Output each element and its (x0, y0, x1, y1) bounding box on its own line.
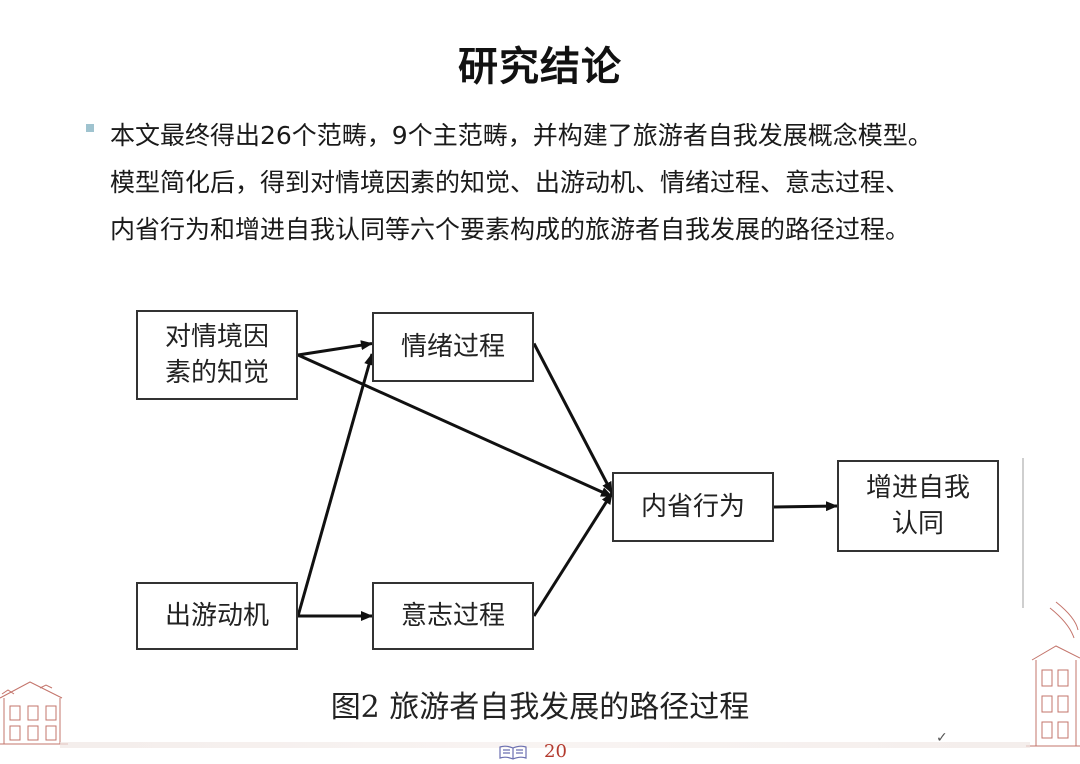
footer-bar (60, 742, 1030, 748)
slide-title: 研究结论 (458, 44, 622, 90)
node-introspection: 内省行为 (612, 472, 774, 542)
path-diagram: 对情境因 素的知觉 出游动机 情绪过程 意志过程 内省行为 增进自我 认同 (110, 296, 1025, 740)
edge-motivation-to-emotion (296, 353, 374, 617)
figure-border-line (1022, 458, 1024, 608)
paragraph-line-2: 模型简化后，得到对情境因素的知觉、出游动机、情绪过程、意志过程、 (110, 168, 911, 197)
node-introspection-label: 内省行为 (640, 492, 745, 522)
edge-volition-to-introspection (532, 492, 614, 617)
page-number: 20 (544, 741, 567, 762)
paragraph-line-1: 本文最终得出26个范畴，9个主范畴，并构建了旅游者自我发展概念模型。 (110, 121, 933, 150)
diagram-edges (296, 340, 838, 621)
conclusion-paragraph: 本文最终得出26个范畴，9个主范畴，并构建了旅游者自我发展概念模型。 模型简化后… (86, 112, 1046, 253)
node-perception-label: 对情境因 素的知觉 (165, 319, 269, 391)
node-identity-label: 增进自我 认同 (866, 470, 970, 542)
node-identity-line-2: 认同 (891, 509, 944, 539)
building-sketch-icon (1026, 601, 1080, 747)
node-perception-line-2: 素的知觉 (164, 358, 269, 388)
node-emotion: 情绪过程 (372, 312, 534, 382)
node-perception-line-1: 对情境因 (164, 322, 269, 352)
figure-caption: 图2 旅游者自我发展的路径过程 (330, 690, 750, 725)
edge-introspection-to-identity (773, 501, 838, 512)
edge-emotion-to-introspection (532, 342, 614, 494)
bullet-square-icon (86, 124, 94, 132)
book-icon (499, 745, 527, 760)
node-volition: 意志过程 (372, 582, 534, 650)
node-identity-line-1: 增进自我 (865, 473, 970, 503)
check-mark-icon: ✓ (936, 730, 948, 746)
node-motivation: 出游动机 (136, 582, 298, 650)
node-identity: 增进自我 认同 (837, 460, 999, 552)
edge-perception-to-emotion (297, 340, 373, 357)
node-perception: 对情境因 素的知觉 (136, 310, 298, 400)
edge-perception-to-introspection (297, 353, 613, 498)
node-emotion-label: 情绪过程 (400, 332, 505, 362)
building-sketch-icon (0, 681, 68, 745)
paragraph-line-3: 内省行为和增进自我认同等六个要素构成的旅游者自我发展的路径过程。 (110, 215, 911, 244)
node-volition-label: 意志过程 (400, 601, 505, 631)
node-motivation-label: 出游动机 (164, 601, 269, 631)
